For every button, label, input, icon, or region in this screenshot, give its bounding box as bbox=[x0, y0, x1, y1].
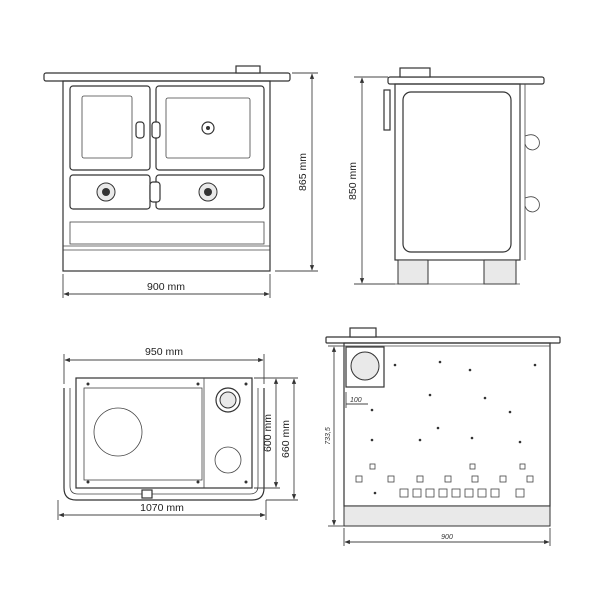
side-panel bbox=[402, 91, 512, 253]
side-height-label: 850 mm bbox=[347, 162, 359, 200]
firebox-door bbox=[69, 85, 151, 171]
rear-flue-outlet bbox=[350, 351, 380, 381]
dim-rear-width: 900 bbox=[343, 528, 551, 546]
hot-plate bbox=[93, 407, 143, 457]
side-foot-front bbox=[483, 259, 517, 285]
dim-top-inner-width: 950 mm bbox=[63, 346, 265, 384]
rear-bolt-dots bbox=[370, 360, 537, 444]
top-view bbox=[63, 377, 265, 501]
dim-rear-height: 733,5 bbox=[325, 345, 344, 527]
side-body bbox=[394, 83, 521, 261]
front-width-label: 900 mm bbox=[147, 281, 185, 293]
dim-top-outer-width: 1070 mm bbox=[57, 500, 267, 520]
front-plinth bbox=[69, 221, 265, 245]
front-body bbox=[62, 80, 271, 272]
front-height-label: 865 mm bbox=[297, 153, 309, 191]
top-cooktop bbox=[75, 377, 253, 489]
rear-vent-row-upper bbox=[369, 463, 526, 470]
rear-offset-label: 100 bbox=[350, 397, 362, 404]
front-view bbox=[43, 65, 291, 272]
rear-top-plate bbox=[325, 336, 561, 344]
rear-vent-row-lower bbox=[373, 488, 525, 498]
dim-front-height: 865 mm bbox=[275, 72, 318, 272]
dim-side-height: 850 mm bbox=[347, 76, 395, 285]
side-cooktop bbox=[387, 76, 545, 85]
dim-front-width: 900 mm bbox=[62, 274, 271, 298]
rear-height-label: 733,5 bbox=[325, 427, 332, 445]
front-flue-collar bbox=[235, 65, 261, 74]
rear-vent-row-mid bbox=[355, 475, 534, 483]
side-foot-rear bbox=[397, 259, 429, 285]
top-outer-depth-label: 660 mm bbox=[280, 420, 292, 458]
firebox-window bbox=[81, 95, 133, 159]
rear-plinth bbox=[343, 505, 551, 527]
front-cooktop bbox=[43, 72, 291, 82]
side-view bbox=[383, 67, 545, 285]
rear-view: 100 bbox=[325, 327, 561, 527]
rear-width-label: 900 bbox=[441, 534, 453, 541]
dim-top-depth: 600 mm 660 mm bbox=[254, 377, 298, 501]
secondary-ring bbox=[214, 446, 242, 474]
oven-window bbox=[165, 97, 251, 159]
top-outer-width-label: 1070 mm bbox=[140, 502, 184, 514]
top-inner-depth-label: 600 mm bbox=[262, 414, 274, 452]
top-inner-width-label: 950 mm bbox=[145, 346, 183, 358]
